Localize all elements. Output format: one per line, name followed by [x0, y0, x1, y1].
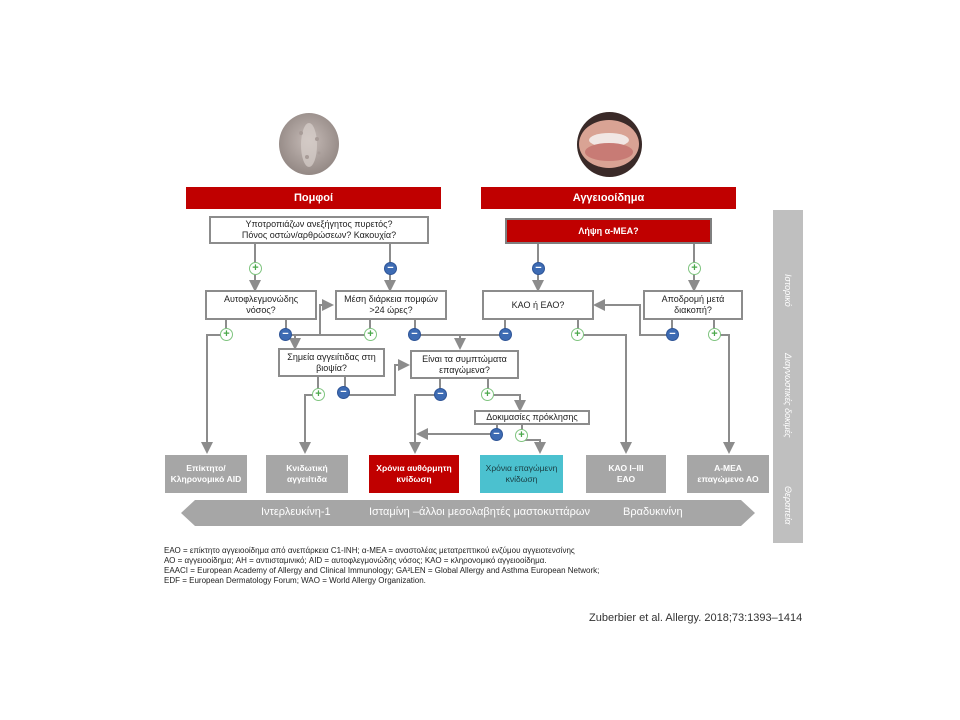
wheals-skin-photo: [279, 113, 339, 175]
therapy-bradykinin: Βραδυκινίνη: [623, 506, 683, 518]
outcome-acei-angioedema: Α-ΜΕΑ επαγώμενο ΑΟ: [687, 455, 769, 493]
therapy-histamine: Ισταμίνη –άλλοι μεσολαβητές μαστοκυττάρω…: [369, 506, 591, 518]
angioedema-header: Αγγειοοίδημα: [481, 187, 736, 209]
sidebar-therapy: Θεραπεία: [783, 485, 793, 525]
minus-icon: −: [337, 386, 350, 399]
plus-icon: +: [364, 328, 377, 341]
therapy-il1: Ιντερλευκίνη-1: [261, 506, 331, 518]
provocation-tests-box: Δοκιμασίες πρόκλησης: [474, 410, 590, 425]
plus-icon: +: [571, 328, 584, 341]
remission-question: Αποδρομή μετά διακοπή?: [643, 290, 743, 320]
plus-icon: +: [481, 388, 494, 401]
plus-icon: +: [688, 262, 701, 275]
plus-icon: +: [220, 328, 233, 341]
plus-icon: +: [312, 388, 325, 401]
fever-question: Υποτροπιάζων ανεξήγητος πυρετός? Πόνος ο…: [209, 216, 429, 244]
plus-icon: +: [249, 262, 262, 275]
wheals-header: Πομφοί: [186, 187, 441, 209]
outcome-csu: Χρόνια αυθόρμητη κνίδωση: [369, 455, 459, 493]
minus-icon: −: [666, 328, 679, 341]
abbreviations-legend: ΕΑΟ = επίκτητο αγγειοοίδημα από ανεπάρκε…: [164, 546, 600, 585]
minus-icon: −: [490, 428, 503, 441]
autoinflammatory-question: Αυτοφλεγμονώδης νόσος?: [205, 290, 317, 320]
acei-question: Λήψη α-ΜΕΑ?: [505, 218, 712, 244]
hae-question: ΚΑΟ ή ΕΑΟ?: [482, 290, 594, 320]
minus-icon: −: [499, 328, 512, 341]
therapy-band: Ιντερλευκίνη-1 Ισταμίνη –άλλοι μεσολαβητ…: [181, 500, 755, 526]
inducible-question: Είναι τα συμπτώματα επαγώμενα?: [410, 350, 519, 379]
angioedema-lip-photo: [577, 112, 642, 177]
outcome-aid: Επίκτητο/ Κληρονομικό AID: [165, 455, 247, 493]
sidebar-diagnostic-tests: Διαγνωστικές δοκιμές: [783, 352, 793, 438]
minus-icon: −: [408, 328, 421, 341]
minus-icon: −: [434, 388, 447, 401]
phase-sidebar: Ιστορικό Διαγνωστικές δοκιμές Θεραπεία: [773, 210, 803, 543]
plus-icon: +: [515, 429, 528, 442]
outcome-hae: ΚΑΟ I–III ΕΑΟ: [586, 455, 666, 493]
minus-icon: −: [279, 328, 292, 341]
outcome-cindu: Χρόνια επαγώμενη κνίδωση: [480, 455, 563, 493]
wheal-duration-question: Μέση διάρκεια πομφών >24 ώρες?: [335, 290, 447, 320]
minus-icon: −: [384, 262, 397, 275]
plus-icon: +: [708, 328, 721, 341]
vasculitis-biopsy-question: Σημεία αγγειίτιδας στη βιοψία?: [278, 348, 385, 377]
citation: Zuberbier et al. Allergy. 2018;73:1393–1…: [589, 612, 803, 624]
sidebar-history: Ιστορικό: [783, 273, 793, 307]
minus-icon: −: [532, 262, 545, 275]
outcome-urticarial-vasculitis: Κνιδωτική αγγειίτιδα: [266, 455, 348, 493]
